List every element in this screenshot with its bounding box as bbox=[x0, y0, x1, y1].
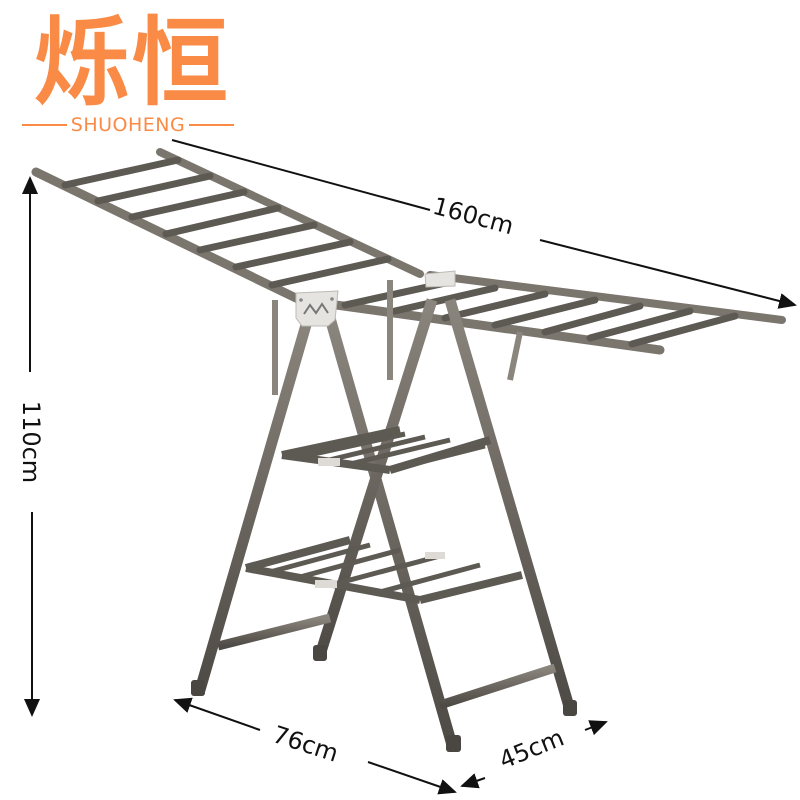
width-arrow-left bbox=[171, 139, 431, 211]
width-arrow-right bbox=[539, 239, 797, 309]
frame-legs bbox=[194, 280, 576, 747]
height-label: 110cm bbox=[17, 400, 46, 484]
depth-arrow-right bbox=[367, 761, 457, 795]
side-arrow-left bbox=[460, 773, 486, 789]
upper-shelf bbox=[281, 426, 492, 474]
dimension-arrows bbox=[22, 139, 797, 795]
side-arrow-right bbox=[584, 720, 608, 736]
lower-shelf bbox=[244, 536, 523, 604]
bottom-braces bbox=[216, 613, 557, 710]
brand-divider-left bbox=[22, 124, 67, 126]
brand-name-en: SHUOHENG bbox=[70, 114, 186, 136]
brand-divider-right bbox=[189, 124, 234, 126]
feet bbox=[191, 645, 577, 752]
left-wing bbox=[31, 148, 424, 305]
m-logo-hinge-plate bbox=[295, 270, 456, 327]
depth-arrow-left bbox=[173, 697, 261, 731]
brand-name-cn: 烁恒 bbox=[34, 7, 230, 119]
brand-logo: 烁恒 bbox=[22, 8, 242, 118]
brand-tagline: SHUOHENG bbox=[22, 114, 234, 136]
right-wing bbox=[295, 271, 786, 355]
